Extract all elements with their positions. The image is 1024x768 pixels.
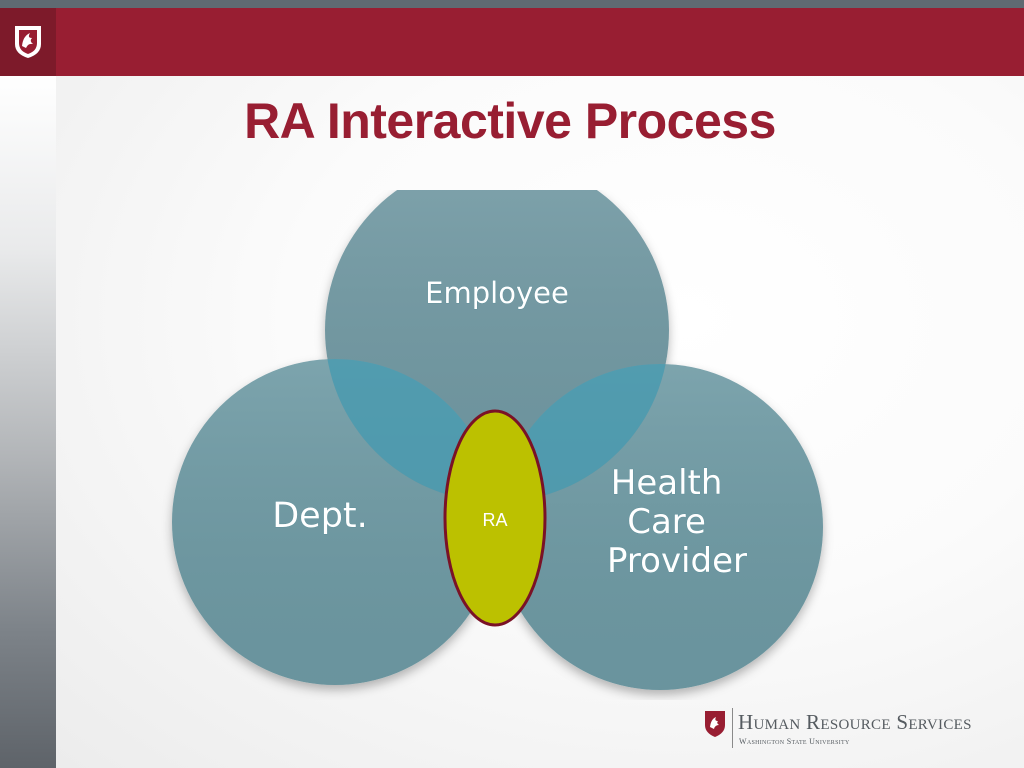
employee-dept-overlap	[325, 359, 498, 502]
footer-brand: Human Resource Services Washington State…	[704, 708, 1000, 750]
wsu-cougar-shield-icon	[705, 711, 725, 737]
ra-center-ellipse	[443, 409, 547, 627]
employee-label: Employee	[425, 276, 569, 310]
wsu-cougar-shield-icon	[15, 26, 41, 58]
employee-provider-overlap	[497, 364, 669, 502]
venn-diagram: Employee Dept. Health Care Provider RA	[172, 190, 823, 690]
brand-name: Human Resource Services	[738, 710, 972, 734]
slide-title: RA Interactive Process	[244, 93, 776, 149]
dept-label: Dept.	[272, 496, 368, 536]
top-accent-line	[0, 0, 1024, 8]
health-care-provider-label: Health Care Provider	[607, 463, 747, 581]
header-bar	[0, 8, 1024, 76]
ra-label: RA	[482, 510, 507, 530]
brand-divider	[732, 708, 733, 748]
wsu-logo	[0, 8, 56, 76]
brand-subtitle: Washington State University	[739, 737, 850, 746]
left-side-strip	[0, 76, 56, 768]
